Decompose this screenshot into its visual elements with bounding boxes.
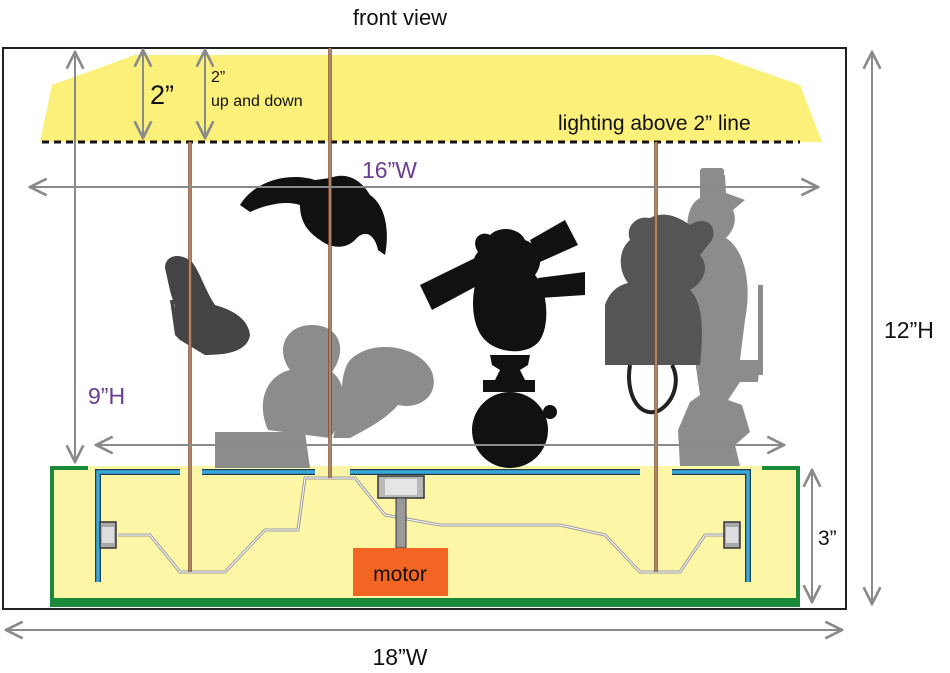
motor-box bbox=[353, 548, 448, 596]
base-bottom-plate bbox=[50, 598, 800, 607]
up-and-down-label: up and down bbox=[211, 93, 303, 110]
height-12-label: 12”H bbox=[884, 317, 934, 343]
lighting-zone bbox=[40, 55, 822, 142]
two-inch-label: 2” bbox=[150, 80, 174, 110]
motor-label: motor bbox=[373, 563, 427, 586]
width-16-label: 16”W bbox=[362, 157, 417, 183]
owl-handbag-silhouette bbox=[605, 214, 714, 415]
two-inch-small-label: 2” bbox=[211, 69, 225, 86]
motor-shaft bbox=[395, 497, 407, 549]
height-9-label: 9”H bbox=[88, 383, 125, 409]
height-3-label: 3” bbox=[818, 527, 837, 550]
windmill-figure-silhouette bbox=[420, 220, 585, 468]
lighting-label: lighting above 2” line bbox=[558, 112, 751, 135]
width-18-label: 18”W bbox=[373, 644, 428, 670]
shoe-silhouette bbox=[165, 256, 250, 355]
diagram-title: front view bbox=[353, 5, 447, 30]
